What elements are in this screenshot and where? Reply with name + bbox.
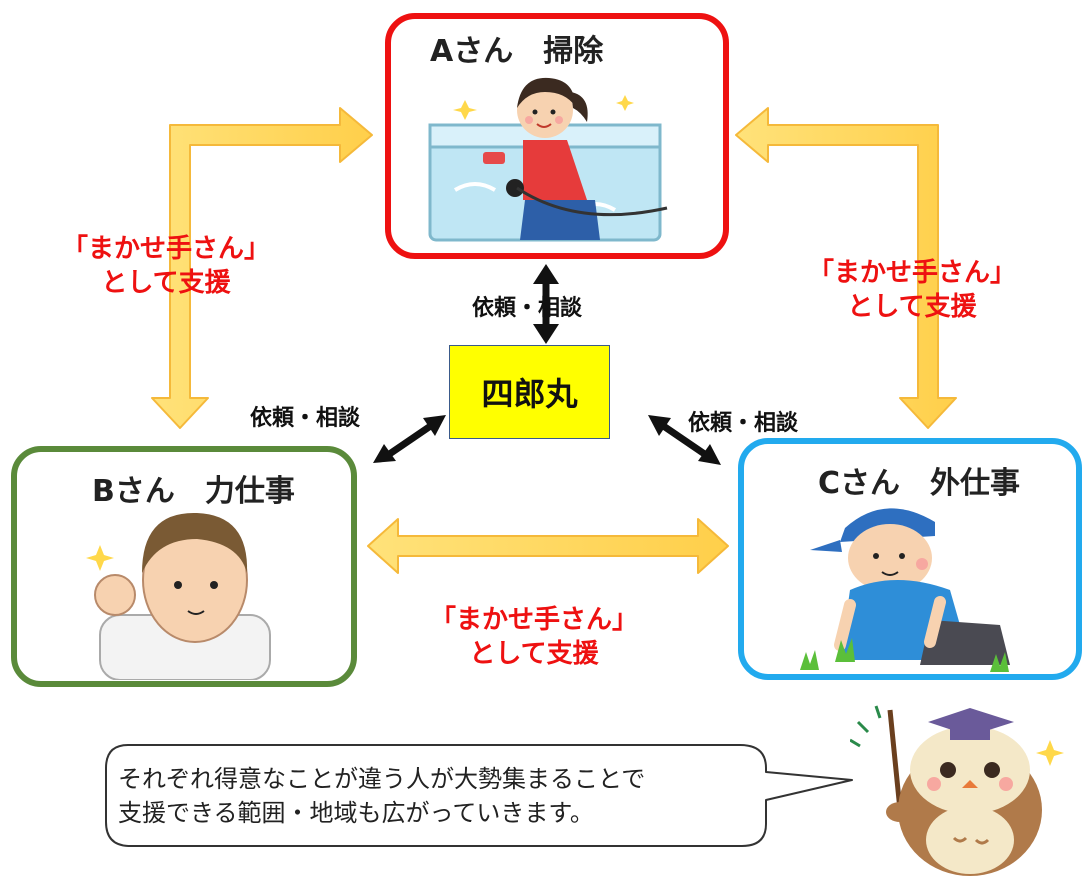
support-arrow-right [735, 107, 957, 429]
label-b-center: 依頼・相談 [250, 406, 361, 431]
label-c-center: 依頼・相談 [688, 411, 799, 436]
support-label-right-line1: 「まかせ手さん」 [808, 258, 1017, 288]
person-b-title: Bさん 力仕事 [92, 474, 295, 509]
support-label-right-line2: として支援 [847, 292, 977, 322]
center-shiroumaru: 四郎丸 [449, 345, 610, 439]
support-label-left: 「まかせ手さん」 として支援 [62, 232, 270, 300]
support-label-bottom-line2: として支援 [469, 639, 599, 669]
callout-line1: それぞれ得意なことが違う人が大勢集まることで [118, 765, 646, 793]
support-label-right: 「まかせ手さん」 として支援 [808, 256, 1016, 324]
support-label-bottom-line1: 「まかせ手さん」 [430, 605, 639, 635]
arrow-a-center [533, 264, 559, 344]
person-a-title: Aさん 掃除 [430, 34, 604, 69]
support-label-left-line2: として支援 [101, 268, 231, 298]
arrow-b-center [373, 415, 446, 463]
person-c-title: Cさん 外仕事 [818, 466, 1021, 501]
strong-man-illustration [86, 512, 271, 680]
callout-line2: 支援できる範囲・地域も広がっていきます。 [118, 799, 594, 827]
support-label-bottom: 「まかせ手さん」 として支援 [430, 603, 638, 671]
callout-text: それぞれ得意なことが違う人が大勢集まることで 支援できる範囲・地域も広がっていき… [118, 762, 758, 830]
owl-teacher-illustration [850, 705, 1064, 876]
gardening-man-illustration [800, 508, 1010, 672]
support-label-left-line1: 「まかせ手さん」 [62, 234, 271, 264]
cleaning-bath-illustration [428, 77, 668, 242]
support-arrow-left [151, 107, 373, 429]
arrow-c-center [648, 415, 721, 465]
support-arrow-bottom [367, 518, 729, 574]
label-a-center: 依頼・相談 [472, 296, 583, 321]
